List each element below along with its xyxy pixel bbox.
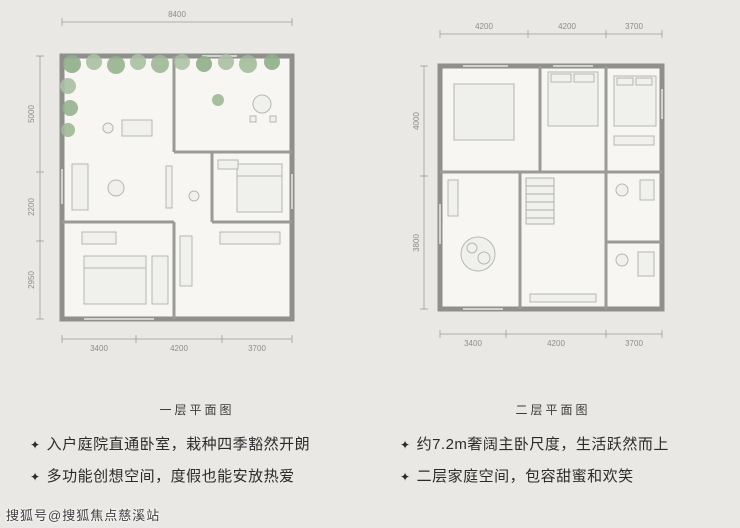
dim-line-bottom [61,335,293,343]
bullet-item: ✦ 多功能创想空间，度假也能安放热爱 [30,466,372,488]
dim-label: 3400 [464,339,482,348]
dim-label: 3800 [412,234,421,252]
dim-line-bottom [439,330,663,338]
watermark: 搜狐号@搜狐焦点慈溪站 [6,508,161,523]
dim-line-left [36,55,44,320]
floor-plan-2: 4200 4200 3700 4000 3800 3400 4200 [412,22,665,348]
bullet-item: ✦ 二层家庭空间，包容甜蜜和欢笑 [400,466,718,488]
bullet-item: ✦ 入户庭院直通卧室，栽种四季豁然开朗 [30,434,372,456]
plan1-bullets: ✦ 入户庭院直通卧室，栽种四季豁然开朗 ✦ 多功能创想空间，度假也能安放热爱 [22,434,372,488]
dim-label: 4200 [558,22,576,31]
dim-label: 2200 [27,198,36,216]
outer-walls-2 [437,63,665,312]
dim-label: 8400 [168,10,186,19]
floor-plan-1: 8400 5000 2200 2950 3400 4200 [27,10,295,353]
dim-label: 3400 [90,344,108,353]
bullet-marker: ✦ [400,438,411,452]
stairs [525,177,555,225]
bullet-text: 多功能创想空间，度假也能安放热爱 [46,468,295,485]
windows-2 [439,65,663,310]
interior-walls-1 [62,56,292,319]
dim-label: 4000 [412,112,421,130]
bullet-marker: ✦ [30,438,41,452]
dim-label: 4200 [170,344,188,353]
garden-trees [60,54,280,137]
bullet-text: 二层家庭空间，包容甜蜜和欢笑 [416,468,634,485]
bullet-marker: ✦ [400,470,411,484]
dim-label: 3700 [625,339,643,348]
dim-line-top [61,18,293,26]
interior-walls-2 [440,66,662,309]
plan1-caption: 一层平面图 [159,403,235,417]
dim-line-left [420,65,428,310]
plan2-bullets: ✦ 约7.2m奢阔主卧尺度，生活跃然而上 ✦ 二层家庭空间，包容甜蜜和欢笑 [388,434,718,488]
furniture-1 [71,94,283,305]
plan2-caption: 二层平面图 [515,403,591,417]
bullet-text: 入户庭院直通卧室，栽种四季豁然开朗 [46,436,311,453]
furniture-2 [447,71,657,303]
dim-label: 4200 [547,339,565,348]
bullet-marker: ✦ [30,470,41,484]
dim-label: 2950 [27,271,36,289]
dim-label: 3700 [625,22,643,31]
dim-label: 3700 [248,344,266,353]
second-floor-panel: 4200 4200 3700 4000 3800 3400 4200 [388,4,718,498]
first-floor-panel: 8400 5000 2200 2950 3400 4200 [22,4,372,498]
dim-label: 5000 [27,105,36,123]
dim-line-top [439,30,663,38]
dim-label: 4200 [475,22,493,31]
bullet-item: ✦ 约7.2m奢阔主卧尺度，生活跃然而上 [400,434,718,456]
bullet-text: 约7.2m奢阔主卧尺度，生活跃然而上 [416,436,669,453]
